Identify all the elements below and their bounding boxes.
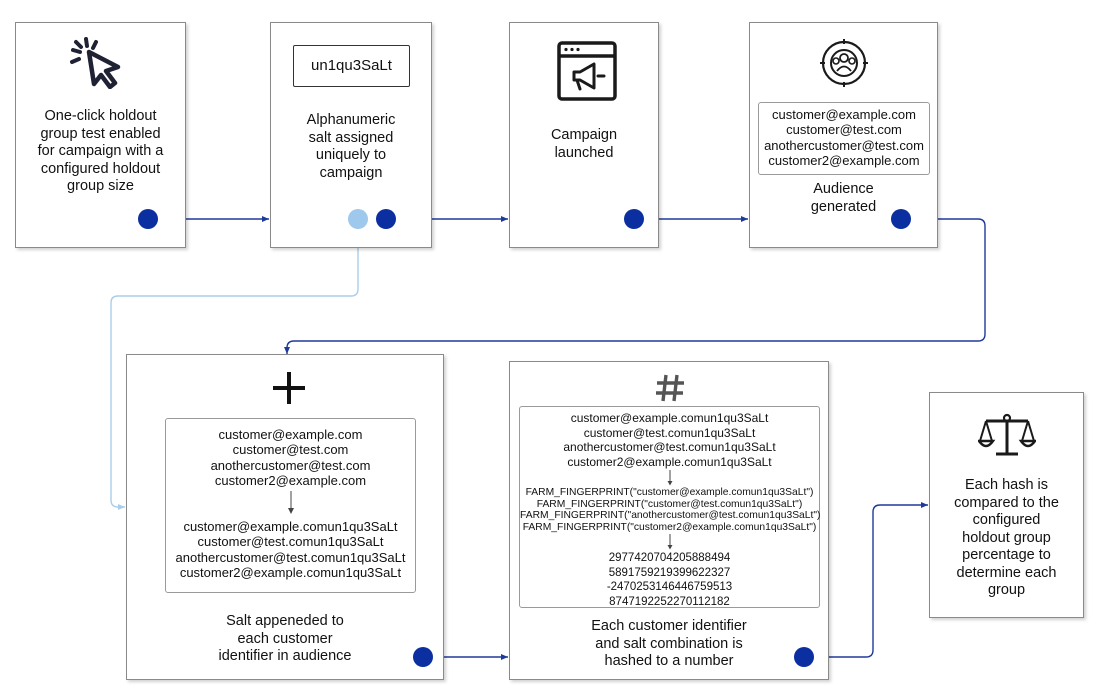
audience-email: anothercustomer@test.com bbox=[764, 137, 924, 153]
click-cursor-icon bbox=[70, 37, 121, 89]
caption-line: hashed to a number bbox=[604, 653, 734, 669]
connector-node[interactable] bbox=[376, 209, 396, 229]
step-box-hash-compared: Each hash is compared to the configured … bbox=[929, 392, 1084, 618]
caption-line: for campaign with a bbox=[37, 143, 164, 159]
audience-target-icon bbox=[820, 39, 868, 87]
hash-value: -2470253146446759513 bbox=[606, 581, 733, 594]
caption-line: Campaign bbox=[550, 127, 618, 143]
audience-email: customer2@example.com bbox=[768, 152, 920, 168]
caption-line: generated bbox=[810, 198, 877, 215]
salted-identifier: customer2@example.comun1qu3SaLt bbox=[567, 454, 772, 469]
caption-line: percentage to bbox=[962, 547, 1051, 563]
hash-icon bbox=[656, 374, 684, 402]
down-arrow-icon bbox=[287, 491, 294, 515]
audience-email: customer@example.com bbox=[218, 427, 363, 442]
step-box-hashing: customer@example.comun1qu3SaLt customer@… bbox=[509, 361, 829, 680]
caption-line: and salt combination is bbox=[595, 635, 743, 652]
connector-node[interactable] bbox=[794, 647, 814, 667]
salt-value-box: un1qu3SaLt bbox=[293, 45, 410, 87]
hash-computation-box: customer@example.comun1qu3SaLt customer@… bbox=[519, 406, 820, 608]
salted-identifier: customer@test.comun1qu3SaLt bbox=[197, 534, 384, 550]
salted-identifier: anothercustomer@test.comun1qu3SaLt bbox=[175, 549, 406, 565]
audience-email: anothercustomer@test.com bbox=[210, 457, 371, 473]
caption-line: Salt appeneded to bbox=[226, 613, 344, 629]
caption-line: launched bbox=[554, 144, 614, 161]
hash-function-call: FARM_FINGERPRINT("customer2@example.comu… bbox=[522, 521, 817, 533]
caption-line: Audience bbox=[813, 181, 874, 197]
caption-line: Each customer identifier bbox=[591, 618, 747, 634]
box4-caption: Audience generated bbox=[750, 181, 937, 216]
box1-caption: One-click holdout group test enabled for… bbox=[16, 108, 185, 196]
campaign-megaphone-icon bbox=[557, 41, 617, 101]
caption-line: determine each bbox=[956, 564, 1057, 581]
connector-box6-box7 bbox=[804, 502, 928, 658]
salted-identifier: customer@test.comun1qu3SaLt bbox=[583, 425, 756, 440]
salted-identifier: anothercustomer@test.comun1qu3SaLt bbox=[563, 440, 776, 455]
hash-function-call: FARM_FINGERPRINT("customer@example.comun… bbox=[525, 487, 814, 499]
step-box-audience-generated: customer@example.com customer@test.com a… bbox=[749, 22, 938, 248]
caption-line: identifier in audience bbox=[218, 648, 352, 664]
connector-node[interactable] bbox=[413, 647, 433, 667]
salted-list-box: customer@example.com customer@test.com a… bbox=[165, 418, 416, 593]
caption-line: group test enabled bbox=[40, 125, 161, 142]
audience-email: customer@example.com bbox=[772, 107, 916, 122]
connector-salt-box5 bbox=[110, 219, 359, 510]
hash-function-call: FARM_FINGERPRINT("anothercustomer@test.c… bbox=[520, 510, 821, 522]
step-box-holdout-enabled: One-click holdout group test enabled for… bbox=[15, 22, 186, 248]
salt-connector-node[interactable] bbox=[348, 209, 368, 229]
box5-caption: Salt appeneded to each customer identifi… bbox=[127, 613, 443, 666]
connector-box4-box5 bbox=[284, 218, 986, 354]
caption-line: Each hash is bbox=[964, 477, 1049, 493]
audience-email: customer@test.com bbox=[232, 442, 349, 458]
audience-email: customer@test.com bbox=[786, 122, 902, 138]
salted-identifier: customer@example.comun1qu3SaLt bbox=[570, 411, 769, 425]
connector-node[interactable] bbox=[891, 209, 911, 229]
caption-line: campaign bbox=[319, 164, 383, 181]
caption-line: uniquely to bbox=[315, 147, 387, 163]
caption-line: group size bbox=[67, 178, 134, 194]
salted-identifier: customer2@example.comun1qu3SaLt bbox=[179, 565, 402, 581]
caption-line: holdout group bbox=[962, 529, 1051, 546]
caption-line: salt assigned bbox=[308, 129, 394, 146]
box6-caption: Each customer identifier and salt combin… bbox=[510, 618, 828, 671]
box2-caption: Alphanumeric salt assigned uniquely to c… bbox=[271, 112, 431, 182]
hash-value: 5891759219399622327 bbox=[608, 566, 731, 579]
down-arrow-icon bbox=[667, 534, 672, 550]
caption-line: each customer bbox=[237, 630, 333, 647]
step-box-campaign-launched: Campaign launched bbox=[509, 22, 659, 248]
audience-list-box: customer@example.com customer@test.com a… bbox=[758, 102, 930, 175]
hash-value: 8747192252270112182 bbox=[609, 595, 730, 608]
step-box-salt-appended: customer@example.com customer@test.com a… bbox=[126, 354, 444, 680]
caption-line: Alphanumeric bbox=[306, 112, 396, 128]
plus-icon bbox=[273, 372, 305, 404]
scales-icon bbox=[978, 413, 1036, 456]
hash-function-call: FARM_FINGERPRINT("customer@test.comun1qu… bbox=[536, 498, 803, 510]
caption-line: configured bbox=[972, 512, 1041, 528]
salted-identifier: customer@example.comun1qu3SaLt bbox=[183, 519, 398, 535]
connector-node[interactable] bbox=[624, 209, 644, 229]
box3-caption: Campaign launched bbox=[510, 127, 658, 162]
audience-email: customer2@example.com bbox=[214, 472, 367, 488]
caption-line: compared to the bbox=[954, 494, 1059, 511]
hash-value: 2977420704205888494 bbox=[608, 552, 731, 565]
caption-line: One-click holdout bbox=[44, 108, 157, 124]
down-arrow-icon bbox=[667, 470, 672, 486]
connector-node[interactable] bbox=[138, 209, 158, 229]
box7-caption: Each hash is compared to the configured … bbox=[930, 477, 1083, 600]
caption-line: group bbox=[987, 582, 1026, 598]
caption-line: configured holdout bbox=[40, 160, 161, 177]
